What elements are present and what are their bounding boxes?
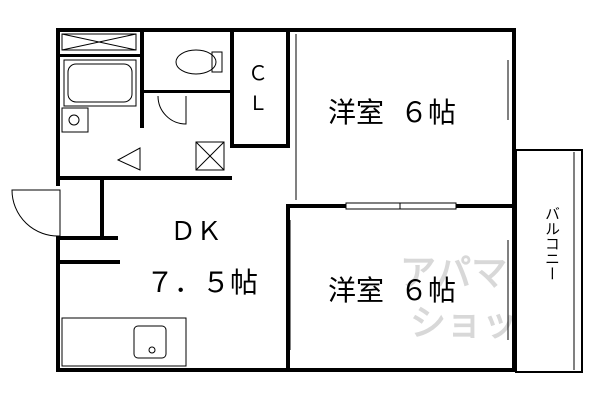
- toilet: [175, 49, 223, 75]
- dk-size: ７．５帖: [146, 266, 258, 299]
- closet-label-2: Ｌ: [248, 91, 268, 115]
- dk-name: ＤＫ: [170, 217, 222, 247]
- kitchen-counter: [61, 317, 187, 367]
- western1-size: ６帖: [400, 96, 456, 129]
- balcony-label: バルコニー: [543, 206, 561, 281]
- closet-label-1: Ｃ: [248, 61, 268, 85]
- room-labels: Ｃ Ｌ 洋室 ６帖 洋室 ６帖 ＤＫ ７．５帖 バルコニー: [146, 61, 561, 307]
- western2-name: 洋室: [328, 274, 384, 307]
- windows: [289, 34, 509, 350]
- washer-space: [61, 33, 137, 51]
- doors: [11, 95, 225, 237]
- western1-name: 洋室: [328, 96, 384, 129]
- western2-size: ６帖: [400, 274, 456, 307]
- balcony: [515, 149, 583, 373]
- bathtub: [61, 59, 137, 133]
